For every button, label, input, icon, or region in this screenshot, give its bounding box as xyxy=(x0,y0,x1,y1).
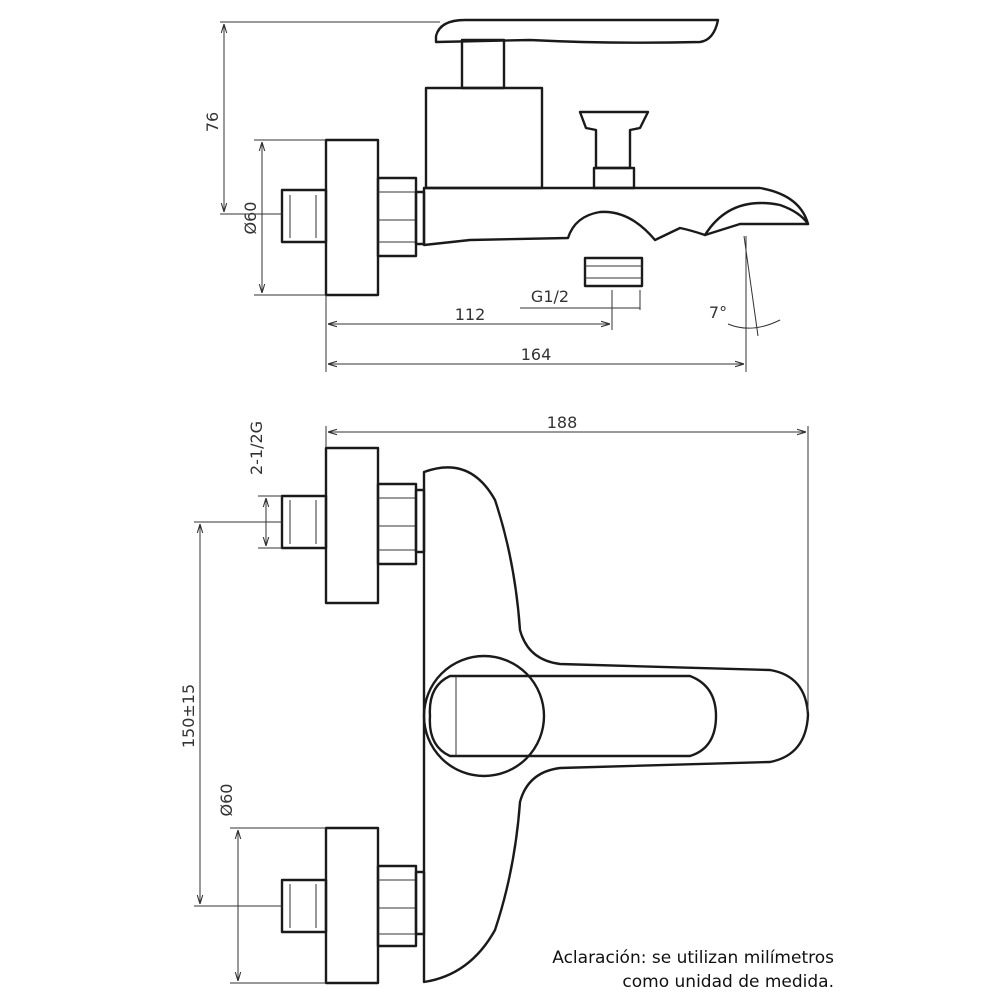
cartridge-housing xyxy=(424,86,544,190)
front-view: 188 2-1/2G 150±15 Ø60 xyxy=(179,413,810,985)
dim-76: 76 xyxy=(203,112,222,132)
dim-diameter-bottom: Ø60 xyxy=(217,784,236,817)
wall-flange xyxy=(324,138,380,297)
lever-stem xyxy=(460,38,506,90)
shower-outlet xyxy=(583,256,644,288)
units-note-line2: como unidad de medida. xyxy=(622,972,834,992)
side-view: 76 Ø60 112 G1/2 164 7° xyxy=(203,18,810,372)
upper-wall-flange xyxy=(324,446,380,605)
label-g12: G1/2 xyxy=(531,287,569,306)
connector-nut xyxy=(376,176,418,258)
spout xyxy=(703,201,810,237)
units-note-line1: Aclaración: se utilizan milímetros xyxy=(552,948,834,968)
units-note: Aclaración: se utilizan milímetros como … xyxy=(500,946,834,994)
mixer-body-plan xyxy=(422,466,810,984)
label-inlet-thread: 2-1/2G xyxy=(247,421,266,475)
label-angle: 7° xyxy=(709,303,727,322)
lever-handle xyxy=(434,18,720,44)
lower-wall-flange xyxy=(324,826,380,985)
dim-diameter-top: Ø60 xyxy=(241,202,260,235)
dim-150: 150±15 xyxy=(179,684,198,748)
dim-112: 112 xyxy=(455,305,486,324)
handle-rosette xyxy=(422,654,546,778)
dim-164: 164 xyxy=(521,345,552,364)
diverter-knob xyxy=(578,110,650,170)
upper-inlet-pipe xyxy=(280,494,328,550)
inlet-pipe xyxy=(280,188,328,244)
lower-inlet-pipe xyxy=(280,878,328,934)
dim-188: 188 xyxy=(547,413,578,432)
lever-plan xyxy=(428,674,718,758)
mixer-body xyxy=(422,186,810,247)
